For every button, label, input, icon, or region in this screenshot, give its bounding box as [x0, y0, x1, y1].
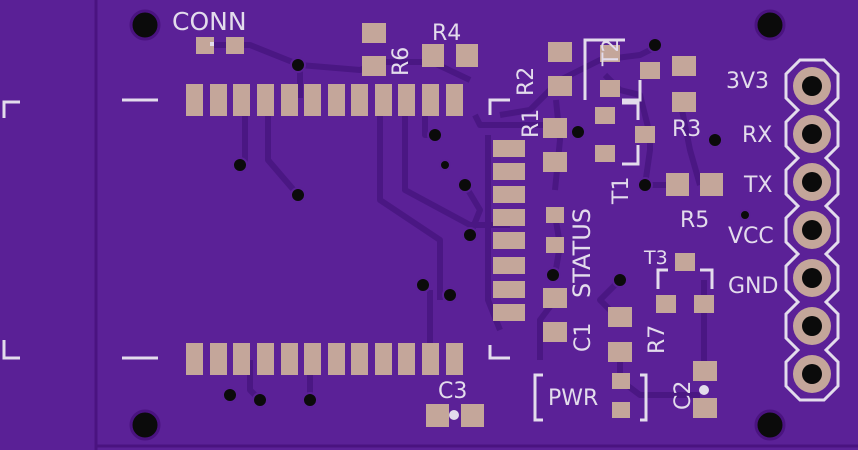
conn-label: CONN	[172, 7, 247, 36]
smd-pads	[186, 23, 723, 427]
r1-label: R1	[519, 109, 544, 138]
t3-label: T3	[643, 247, 668, 269]
mounting-holes	[129, 9, 786, 441]
c2-label: C2	[671, 381, 696, 410]
r7-label: R7	[645, 325, 670, 354]
mounting-hole-top-left	[129, 9, 161, 41]
c1-label: C1	[571, 323, 596, 352]
silkscreen-outlines	[488, 38, 714, 422]
pin-label-gnd: GND	[728, 274, 778, 299]
pin-header	[784, 58, 840, 402]
pin-label-vcc: VCC	[728, 224, 774, 249]
r6-label: R6	[389, 47, 414, 76]
pin-label-tx: TX	[743, 173, 773, 198]
pin-label-3v3: 3V3	[726, 69, 769, 94]
c3-label: C3	[438, 379, 467, 404]
pwr-label: PWR	[548, 386, 598, 411]
status-label: STATUS	[568, 208, 596, 298]
c2-marker-dot	[699, 385, 709, 395]
r5-label: R5	[680, 208, 709, 233]
mounting-hole-bottom-right	[754, 409, 786, 441]
t2-label: T2	[599, 39, 624, 67]
t1-label: T1	[609, 177, 634, 205]
r4-label: R4	[432, 21, 461, 46]
r2-label: R2	[514, 67, 539, 96]
pin-label-rx: RX	[742, 123, 772, 148]
board-left-region	[0, 0, 96, 450]
mounting-hole-top-right	[754, 9, 786, 41]
r3-label: R3	[672, 117, 701, 142]
conn-pin1-mark	[210, 42, 214, 46]
vias	[222, 37, 751, 408]
c3-marker-dot	[449, 410, 459, 420]
connector-outline-marks	[2, 98, 158, 360]
mounting-hole-bottom-left	[129, 409, 161, 441]
